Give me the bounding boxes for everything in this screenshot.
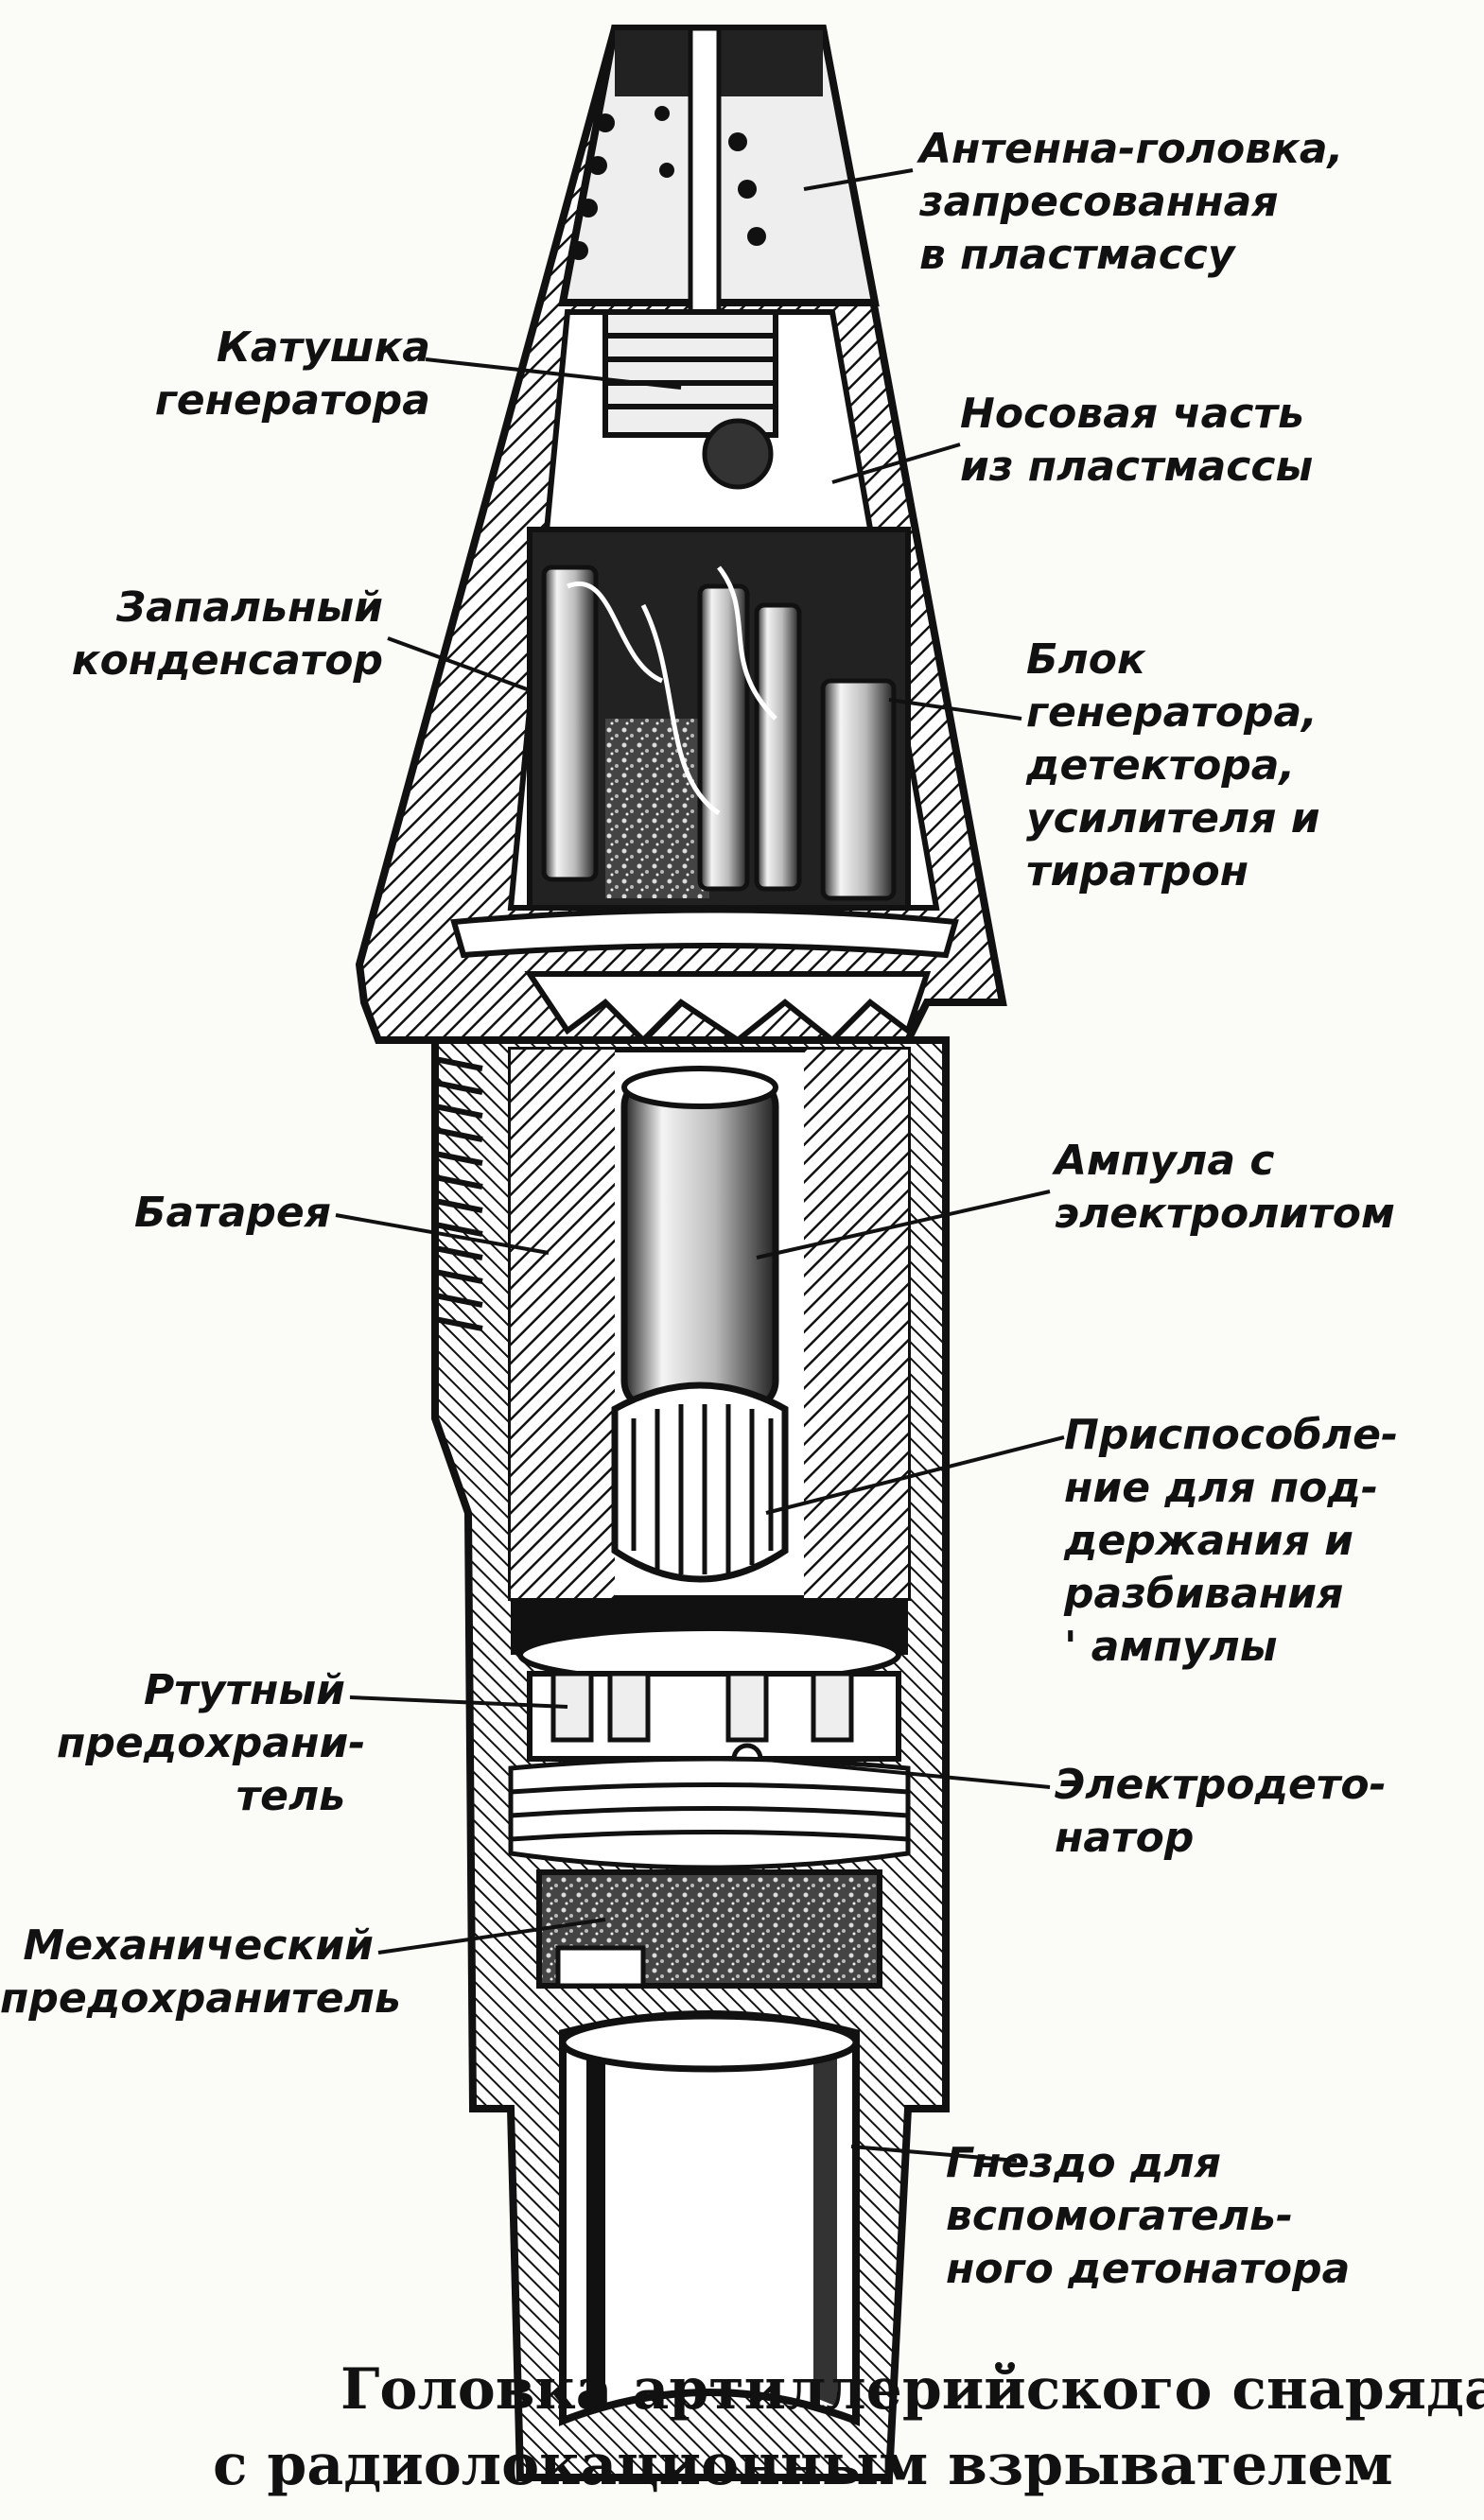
separator-disk xyxy=(524,971,932,1045)
electronics-cavity xyxy=(450,309,959,1045)
disk-stack xyxy=(508,1756,911,1870)
safety-section xyxy=(508,1671,911,1989)
generator-coil xyxy=(602,309,778,490)
battery-section xyxy=(508,1047,911,1684)
leader-lines xyxy=(335,168,1065,2163)
caption-line-1: Головка артиллерийского снаряда xyxy=(340,2356,1484,2423)
label-battery: Батарея xyxy=(133,1189,331,1237)
electrolyte-ampoule xyxy=(620,1074,779,1413)
ampoule-support xyxy=(611,1382,789,1583)
label-electro-detonator: Электродето-натор xyxy=(1055,1761,1387,1862)
caption-line-2: с радиолокационным взрывателем xyxy=(213,2432,1393,2498)
detonator-socket xyxy=(559,2010,860,2426)
